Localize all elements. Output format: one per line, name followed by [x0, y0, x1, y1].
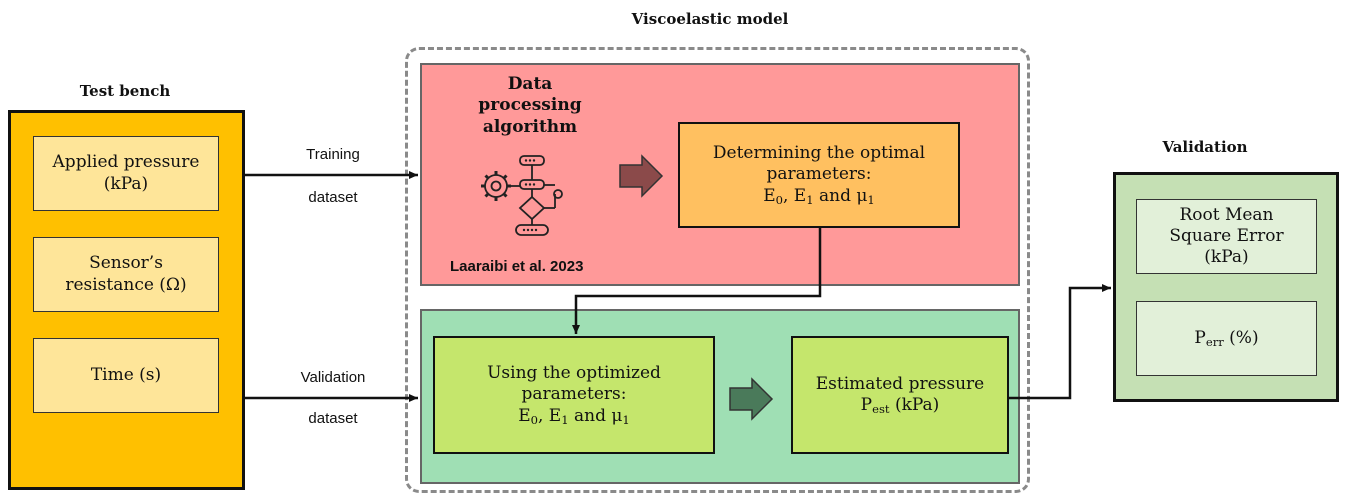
rmse-line3: (kPa) — [1204, 247, 1249, 268]
processing-title: Data processing algorithm — [460, 74, 600, 138]
validation-title: Validation — [1162, 138, 1248, 156]
optimal-parameters-box: Determining the optimal parameters: E0, … — [678, 122, 960, 228]
block-arrow-red — [619, 154, 664, 198]
rmse-line2: Square Error — [1169, 225, 1284, 246]
perr-box: Perr (%) — [1136, 301, 1317, 376]
sensor-resistance-unit: resistance (Ω) — [65, 274, 187, 295]
processing-title-line1: Data — [507, 74, 553, 94]
training-label-bottom: dataset — [308, 189, 358, 206]
optimal-line2: parameters: — [766, 164, 872, 185]
applied-pressure-unit: (kPa) — [103, 173, 149, 194]
viscoelastic-model-container — [405, 47, 1030, 493]
validation-label-bottom: dataset — [308, 410, 358, 427]
processing-title-line3: algorithm — [482, 116, 578, 137]
processing-title-line2: processing — [478, 95, 582, 116]
citation-label: Laaraibi et al. 2023 — [450, 258, 584, 275]
applied-pressure-box: Applied pressure (kPa) — [33, 136, 219, 211]
training-label-top: Training — [306, 146, 360, 163]
rmse-box: Root Mean Square Error (kPa) — [1136, 199, 1317, 274]
rmse-line1: Root Mean — [1179, 204, 1274, 225]
sensor-resistance-label: Sensor’s — [89, 253, 163, 274]
estimated-value: Pest (kPa) — [860, 395, 940, 416]
estimated-pressure-box: Estimated pressure Pest (kPa) — [791, 336, 1009, 454]
block-arrow-green — [729, 377, 774, 421]
applied-pressure-label: Applied pressure — [52, 152, 200, 173]
estimated-line1: Estimated pressure — [815, 373, 985, 394]
parameters-connector — [572, 228, 822, 334]
optimal-line1: Determining the optimal — [712, 143, 926, 164]
time-label: Time (s) — [90, 364, 162, 385]
time-box: Time (s) — [33, 338, 219, 413]
optimal-params: E0, E1 and μ1 — [763, 185, 875, 207]
optimized-parameters-box: Using the optimized parameters: E0, E1 a… — [433, 336, 715, 454]
test-bench-title: Test bench — [79, 82, 171, 100]
sensor-resistance-box: Sensor’s resistance (Ω) — [33, 237, 219, 312]
perr-label: Perr (%) — [1194, 327, 1259, 349]
algorithm-icon — [481, 155, 563, 236]
algorithm-icon-dots — [522, 159, 538, 232]
using-line1: Using the optimized — [487, 363, 661, 384]
validation-label-top: Validation — [300, 369, 366, 386]
viscoelastic-model-title: Viscoelastic model — [631, 10, 789, 28]
using-params: E0, E1 and μ1 — [518, 405, 630, 427]
using-line2: parameters: — [521, 384, 627, 405]
validation-connector — [1009, 284, 1111, 400]
